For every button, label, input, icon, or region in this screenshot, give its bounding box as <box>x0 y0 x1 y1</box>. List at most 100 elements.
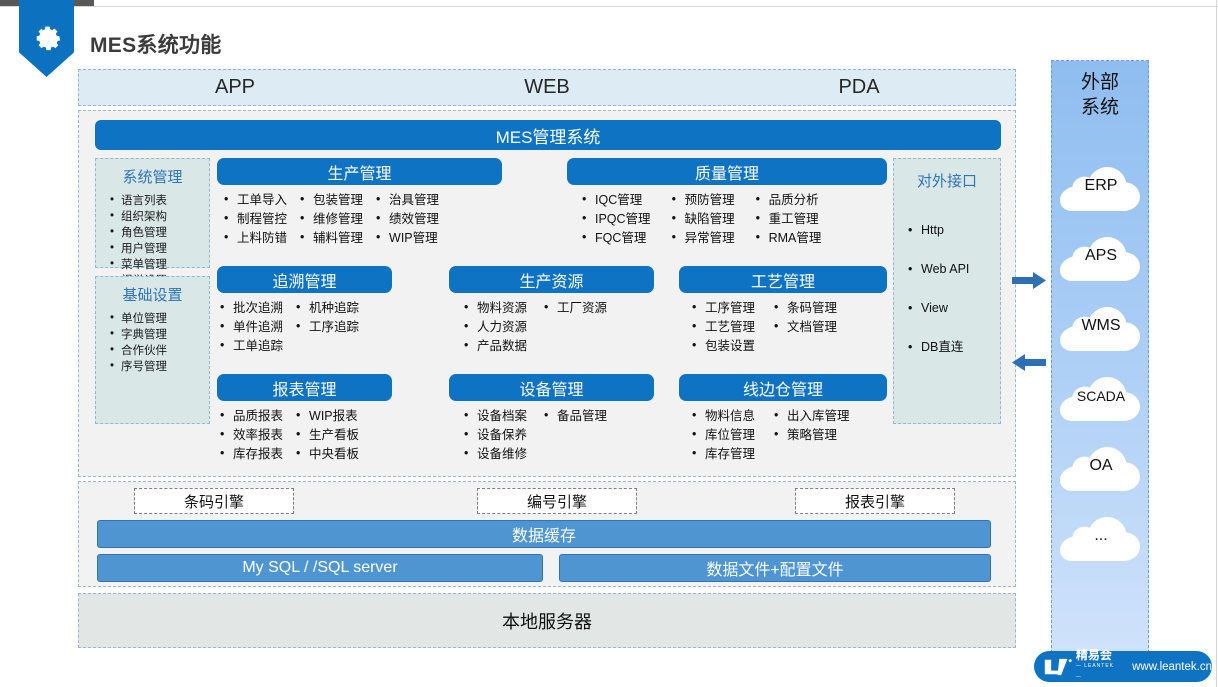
client-web[interactable]: WEB <box>524 76 570 98</box>
list-item[interactable]: 制程管控 <box>221 209 287 229</box>
list-item[interactable]: 产品数据 <box>461 336 527 356</box>
data-cache-bar[interactable]: 数据缓存 <box>97 520 991 548</box>
list-item[interactable]: Web API <box>908 250 1000 289</box>
list-item[interactable]: 单位管理 <box>110 310 209 327</box>
module-column: 设备档案 设备保养 设备维修 <box>461 406 527 464</box>
brand-badge[interactable]: 精易会 — LEANTEK — www.leantek.cn <box>1034 649 1212 683</box>
module-process[interactable]: 工艺管理 工序管理 工艺管理 包装设置 条码管理 文档管理 <box>679 266 887 356</box>
list-item[interactable]: 文档管理 <box>771 317 837 337</box>
engine-numbering[interactable]: 编号引擎 <box>477 488 637 514</box>
list-item[interactable]: 品质报表 <box>217 406 283 426</box>
cloud-aps[interactable]: APS <box>1059 230 1143 282</box>
list-item[interactable]: 工艺管理 <box>689 317 755 337</box>
list-item[interactable]: 语言列表 <box>110 192 209 209</box>
list-item[interactable]: FQC管理 <box>579 228 651 248</box>
module-column: 物料资源 人力资源 产品数据 <box>461 298 527 356</box>
cloud-erp[interactable]: ERP <box>1059 160 1143 212</box>
list-item[interactable]: 设备保养 <box>461 425 527 445</box>
data-files-bar[interactable]: 数据文件+配置文件 <box>559 554 991 582</box>
list-item[interactable]: 字典管理 <box>110 326 209 343</box>
list-item[interactable]: 库存报表 <box>217 444 283 464</box>
module-title: 线边仓管理 <box>679 374 887 401</box>
list-item[interactable]: 治具管理 <box>373 190 439 210</box>
list-item[interactable]: 物料资源 <box>461 298 527 318</box>
client-pda[interactable]: PDA <box>838 76 880 98</box>
list-item[interactable]: DB直连 <box>908 328 1000 367</box>
list-item[interactable]: 工厂资源 <box>541 298 607 318</box>
module-quality[interactable]: 质量管理 IQC管理 IPQC管理 FQC管理 预防管理 缺陷管理 异常管理 品… <box>567 158 887 248</box>
list-item[interactable]: 出入库管理 <box>771 406 850 426</box>
basic-settings-box[interactable]: 基础设置 单位管理 字典管理 合作伙伴 序号管理 <box>95 276 210 424</box>
engine-barcode[interactable]: 条码引擎 <box>134 488 294 514</box>
list-item[interactable]: 设备档案 <box>461 406 527 426</box>
list-item[interactable]: 效率报表 <box>217 425 283 445</box>
list-item[interactable]: 中央看板 <box>293 444 359 464</box>
list-item[interactable]: WIP管理 <box>373 228 439 248</box>
list-item[interactable]: 工单追踪 <box>217 336 283 356</box>
list-item[interactable]: 用户管理 <box>110 240 209 257</box>
list-item[interactable]: 备品管理 <box>541 406 607 426</box>
list-item[interactable]: 工序追踪 <box>293 317 359 337</box>
list-item[interactable]: 条码管理 <box>771 298 837 318</box>
list-item[interactable]: 设备维修 <box>461 444 527 464</box>
list-item[interactable]: 序号管理 <box>110 358 209 375</box>
list-item[interactable]: 异常管理 <box>669 228 735 248</box>
list-item[interactable]: 机种追踪 <box>293 298 359 318</box>
header-divider <box>0 6 1218 7</box>
list-item[interactable]: 人力资源 <box>461 317 527 337</box>
database-sql-bar[interactable]: My SQL / /SQL server <box>97 554 543 582</box>
cloud-icon <box>1060 377 1140 421</box>
list-item[interactable]: 合作伙伴 <box>110 342 209 359</box>
list-item[interactable]: 单件追溯 <box>217 317 283 337</box>
list-item[interactable]: 菜单管理 <box>110 256 209 273</box>
module-column: IQC管理 IPQC管理 FQC管理 <box>579 190 651 248</box>
cloud-scada[interactable]: SCADA <box>1059 370 1143 422</box>
list-item[interactable]: 辅料管理 <box>297 228 363 248</box>
list-item[interactable]: Http <box>908 211 1000 250</box>
list-item[interactable]: IQC管理 <box>579 190 651 210</box>
list-item[interactable]: 角色管理 <box>110 224 209 241</box>
list-item[interactable]: 包装管理 <box>297 190 363 210</box>
list-item[interactable]: 包装设置 <box>689 336 755 356</box>
client-app[interactable]: APP <box>214 76 256 98</box>
engine-report[interactable]: 报表引擎 <box>795 488 955 514</box>
system-management-box[interactable]: 系统管理 语言列表 组织架构 角色管理 用户管理 菜单管理 视觉设置 <box>95 158 210 288</box>
list-item[interactable]: 库存管理 <box>689 444 755 464</box>
cloud-wms[interactable]: WMS <box>1059 300 1143 352</box>
list-item[interactable]: 品质分析 <box>753 190 822 210</box>
arrow-right-icon <box>1012 272 1046 289</box>
external-interface-panel[interactable]: 对外接口 Http Web API View DB直连 <box>893 158 1001 424</box>
list-item[interactable]: 库位管理 <box>689 425 755 445</box>
list-item[interactable]: 组织架构 <box>110 208 209 225</box>
cloud-more[interactable]: ... <box>1059 510 1143 562</box>
list-item[interactable]: IPQC管理 <box>579 209 651 229</box>
brand-url: www.leantek.cn <box>1132 660 1212 673</box>
list-item[interactable]: 绩效管理 <box>373 209 439 229</box>
module-production[interactable]: 生产管理 工单导入 制程管控 上料防错 包装管理 维修管理 辅料管理 治具管理 … <box>217 158 502 248</box>
list-item[interactable]: 重工管理 <box>753 209 822 229</box>
module-report[interactable]: 报表管理 品质报表 效率报表 库存报表 WIP报表 生产看板 中央看板 <box>217 374 392 464</box>
module-column: 工序管理 工艺管理 包装设置 <box>689 298 755 356</box>
module-line-side-warehouse[interactable]: 线边仓管理 物料信息 库位管理 库存管理 出入库管理 策略管理 <box>679 374 887 464</box>
module-column: 出入库管理 策略管理 <box>771 406 850 464</box>
mes-main-panel: MES管理系统 系统管理 语言列表 组织架构 角色管理 用户管理 菜单管理 视觉… <box>78 110 1016 477</box>
list-item[interactable]: 缺陷管理 <box>669 209 735 229</box>
module-equipment[interactable]: 设备管理 设备档案 设备保养 设备维修 备品管理 <box>449 374 654 464</box>
list-item[interactable]: 预防管理 <box>669 190 735 210</box>
list-item[interactable]: 物料信息 <box>689 406 755 426</box>
list-item[interactable]: 策略管理 <box>771 425 850 445</box>
list-item[interactable]: RMA管理 <box>753 228 822 248</box>
list-item[interactable]: 工单导入 <box>221 190 287 210</box>
brand-name: 精易会 — LEANTEK — <box>1076 649 1118 683</box>
cloud-oa[interactable]: OA <box>1059 440 1143 492</box>
list-item[interactable]: 工序管理 <box>689 298 755 318</box>
list-item[interactable]: View <box>908 289 1000 328</box>
list-item[interactable]: WIP报表 <box>293 406 359 426</box>
module-traceability[interactable]: 追溯管理 批次追溯 单件追溯 工单追踪 机种追踪 工序追踪 <box>217 266 392 356</box>
list-item[interactable]: 生产看板 <box>293 425 359 445</box>
list-item[interactable]: 上料防错 <box>221 228 287 248</box>
list-item[interactable]: 批次追溯 <box>217 298 283 318</box>
list-item[interactable]: 维修管理 <box>297 209 363 229</box>
module-production-resource[interactable]: 生产资源 物料资源 人力资源 产品数据 工厂资源 <box>449 266 654 356</box>
external-systems-column: 外部 系统 ERP APS WMS SCADA OA . <box>1051 60 1149 653</box>
